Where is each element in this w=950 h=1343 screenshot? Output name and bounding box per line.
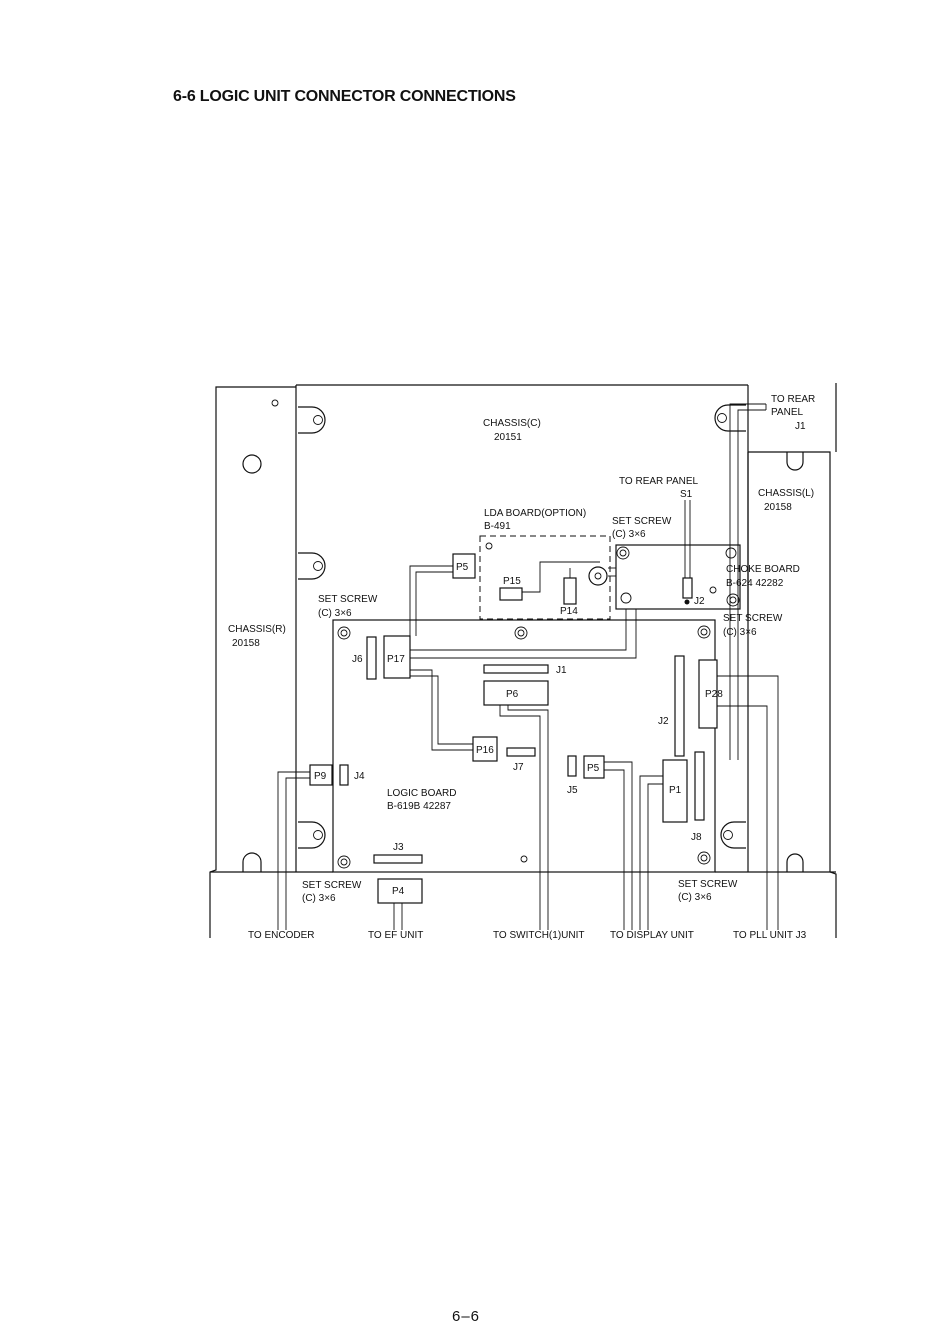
j2-choke-label: J2 bbox=[694, 596, 705, 607]
set-screw-spec-bottom-right: (C) 3×6 bbox=[678, 892, 712, 903]
p28-connector bbox=[698, 659, 718, 729]
set-screw-spec-top: (C) 3×6 bbox=[612, 529, 646, 540]
j1-connector bbox=[483, 664, 549, 674]
j4-connector bbox=[339, 764, 349, 786]
p1-connector bbox=[662, 759, 688, 823]
chassis-c-number: 20151 bbox=[494, 432, 522, 443]
to-rear-panel-s1-label-2: S1 bbox=[680, 489, 693, 500]
p17-label: P17 bbox=[387, 654, 405, 665]
j5-label: J5 bbox=[567, 785, 578, 796]
set-screw-label-left: SET SCREW bbox=[318, 594, 378, 605]
p1-label: P1 bbox=[669, 785, 682, 796]
p9-label: P9 bbox=[314, 771, 327, 782]
to-switch-unit-label: TO SWITCH(1)UNIT bbox=[493, 930, 584, 941]
choke-board-number: B-624 42282 bbox=[726, 578, 784, 589]
j2-label: J2 bbox=[658, 716, 669, 727]
logic-board-label: LOGIC BOARD bbox=[387, 788, 456, 799]
chassis-l-panel bbox=[715, 383, 837, 938]
set-screw-label-bottom-left: SET SCREW bbox=[302, 880, 362, 891]
to-display-unit-label: TO DISPLAY UNIT bbox=[610, 930, 694, 941]
section-title: 6-6 LOGIC UNIT CONNECTOR CONNECTIONS bbox=[173, 88, 516, 105]
rear-panel-j1-cable bbox=[729, 403, 767, 760]
p5-top-connector bbox=[452, 553, 476, 579]
j4-label: J4 bbox=[354, 771, 365, 782]
to-rear-panel-j1-label-1: TO REAR bbox=[771, 394, 815, 405]
p5-connector bbox=[583, 755, 605, 779]
lda-board bbox=[479, 535, 611, 620]
chassis-c-label: CHASSIS(C) bbox=[483, 418, 541, 429]
p5-label: P5 bbox=[587, 763, 600, 774]
p4-label: P4 bbox=[392, 886, 405, 897]
set-screw-spec-left: (C) 3×6 bbox=[318, 608, 352, 619]
to-ef-unit-label: TO EF UNIT bbox=[368, 930, 423, 941]
set-screw-label-right: SET SCREW bbox=[723, 613, 783, 624]
choke-board-label: CHOKE BOARD bbox=[726, 564, 800, 575]
to-rear-panel-s1-label-1: TO REAR PANEL bbox=[619, 476, 699, 487]
j5-connector bbox=[567, 755, 577, 777]
chassis-l-number: 20158 bbox=[764, 502, 792, 513]
j7-label: J7 bbox=[513, 762, 524, 773]
set-screw-label-bottom-right: SET SCREW bbox=[678, 879, 738, 890]
j1-label: J1 bbox=[556, 665, 567, 676]
logic-board bbox=[332, 619, 716, 873]
j8-connector bbox=[694, 751, 705, 821]
j7-connector bbox=[506, 747, 536, 757]
p17-connector bbox=[383, 635, 411, 679]
j3-label: J3 bbox=[393, 842, 404, 853]
p14-label: P14 bbox=[560, 606, 578, 617]
p16-label: P16 bbox=[476, 745, 494, 756]
p5-top-label: P5 bbox=[456, 562, 469, 573]
set-screw-spec-right: (C) 3×6 bbox=[723, 627, 757, 638]
to-pll-unit-label: TO PLL UNIT J3 bbox=[733, 930, 807, 941]
j3-connector bbox=[373, 854, 423, 864]
chassis-l-label: CHASSIS(L) bbox=[758, 488, 814, 499]
to-rear-panel-j1-label-3: J1 bbox=[795, 421, 806, 432]
lda-board-label: LDA BOARD(OPTION) bbox=[484, 508, 586, 519]
chassis-r-panel bbox=[209, 385, 333, 938]
p28-label: P28 bbox=[705, 689, 723, 700]
j8-label: J8 bbox=[691, 832, 702, 843]
j6-connector bbox=[366, 636, 377, 680]
j2-connector bbox=[674, 655, 685, 757]
choke-board bbox=[608, 500, 741, 610]
logic-board-number: B-619B 42287 bbox=[387, 801, 451, 812]
to-encoder-label: TO ENCODER bbox=[248, 930, 315, 941]
chassis-r-number: 20158 bbox=[232, 638, 260, 649]
p9-connector bbox=[309, 764, 333, 786]
j6-label: J6 bbox=[352, 654, 363, 665]
set-screw-spec-bottom-left: (C) 3×6 bbox=[302, 893, 336, 904]
to-rear-panel-j1-label-2: PANEL bbox=[771, 407, 803, 418]
chassis-r-label: CHASSIS(R) bbox=[228, 624, 286, 635]
p6-label: P6 bbox=[506, 689, 519, 700]
page-number: 6–6 bbox=[452, 1308, 481, 1325]
set-screw-label-top: SET SCREW bbox=[612, 516, 672, 527]
p6-connector bbox=[483, 680, 549, 706]
p16-connector bbox=[472, 736, 498, 762]
p15-label: P15 bbox=[503, 576, 521, 587]
lda-board-number: B-491 bbox=[484, 521, 511, 532]
p4-connector bbox=[377, 878, 423, 904]
